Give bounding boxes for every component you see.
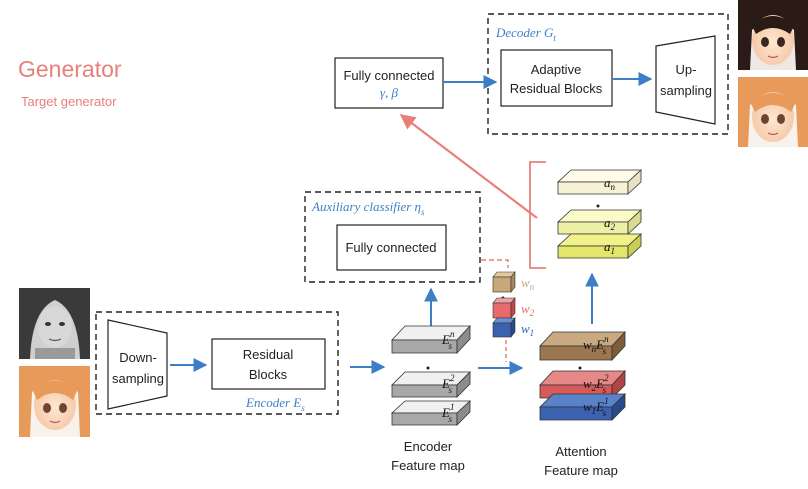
w-2-label: w2: [521, 301, 535, 318]
gamma-beta-label: γ, β: [380, 85, 399, 100]
auxiliary-classifier-dashed-box: [304, 191, 481, 283]
decoder-label: Decoder Gt: [495, 25, 556, 43]
auxiliary-fc-label: Fully connected: [345, 240, 436, 255]
downsampling-label-1: Down-: [119, 350, 157, 365]
source-anime-orange-hair: [19, 366, 90, 437]
attention-map-caption-1: Attention: [555, 444, 606, 459]
encoder-map-caption-2: Feature map: [391, 458, 465, 473]
a-2-label: a2: [604, 215, 616, 232]
fully-connected-top-label: Fully connected: [343, 68, 434, 83]
source-photo-grayscale: [19, 288, 90, 359]
encoder-map-ellipsis-dot: [426, 366, 430, 370]
output-anime-dark-hair: [738, 0, 808, 70]
encoder-dashed-box: [95, 311, 339, 415]
attention-map-ellipsis-dot: [578, 366, 582, 370]
adaptive-label: Adaptive: [531, 62, 582, 77]
attention-vector-a-1: a1: [556, 233, 643, 259]
w-1-label: w1: [521, 321, 534, 338]
a-n-label: an: [604, 175, 616, 192]
aux-to-weights-dashed: [481, 259, 509, 268]
attention-map-caption-2: Feature map: [544, 463, 618, 478]
attention-ellipsis-dot: [596, 204, 600, 208]
decoder-dashed-box: [487, 13, 729, 135]
downsampling-label-2: sampling: [112, 371, 164, 386]
upsampling-trapezoid: [655, 35, 716, 125]
diagram-title: Generator: [18, 56, 122, 82]
attention-vectors-bracket: [529, 161, 546, 269]
weight-cube-w-2: w2: [492, 297, 535, 319]
weight-cube-w-n: wn: [492, 271, 535, 293]
attention-vector-a-n: an: [556, 169, 643, 195]
fully-connected-gamma-beta-box: [334, 57, 444, 109]
attention-vector-a-2: a2: [556, 209, 643, 235]
a-1-label: a1: [604, 239, 615, 256]
residual-label-1: Residual: [243, 347, 294, 362]
auxiliary-fully-connected-box: [336, 224, 447, 271]
diagram-subtitle: Target generator: [21, 94, 117, 109]
output-anime-orange-hair: [738, 77, 808, 147]
upsampling-label-1: Up-: [676, 62, 697, 77]
residual-label-2: Blocks: [249, 367, 288, 382]
encoder-label: Encoder Es: [245, 395, 305, 413]
adaptive-residual-blocks-box: [500, 49, 613, 107]
residual-blocks-label: Residual Blocks: [510, 81, 603, 96]
w-n-label: wn: [521, 275, 535, 292]
encoder-map-caption-1: Encoder: [404, 439, 453, 454]
auxiliary-classifier-label: Auxiliary classifier ηs: [311, 199, 425, 217]
residual-blocks-box: [211, 338, 326, 390]
upsampling-label-2: sampling: [660, 83, 712, 98]
arrow-attention-to-fc-salmon: [399, 114, 538, 219]
weight-cube-w-1: w1: [492, 317, 534, 338]
downsampling-trapezoid: [107, 319, 168, 410]
